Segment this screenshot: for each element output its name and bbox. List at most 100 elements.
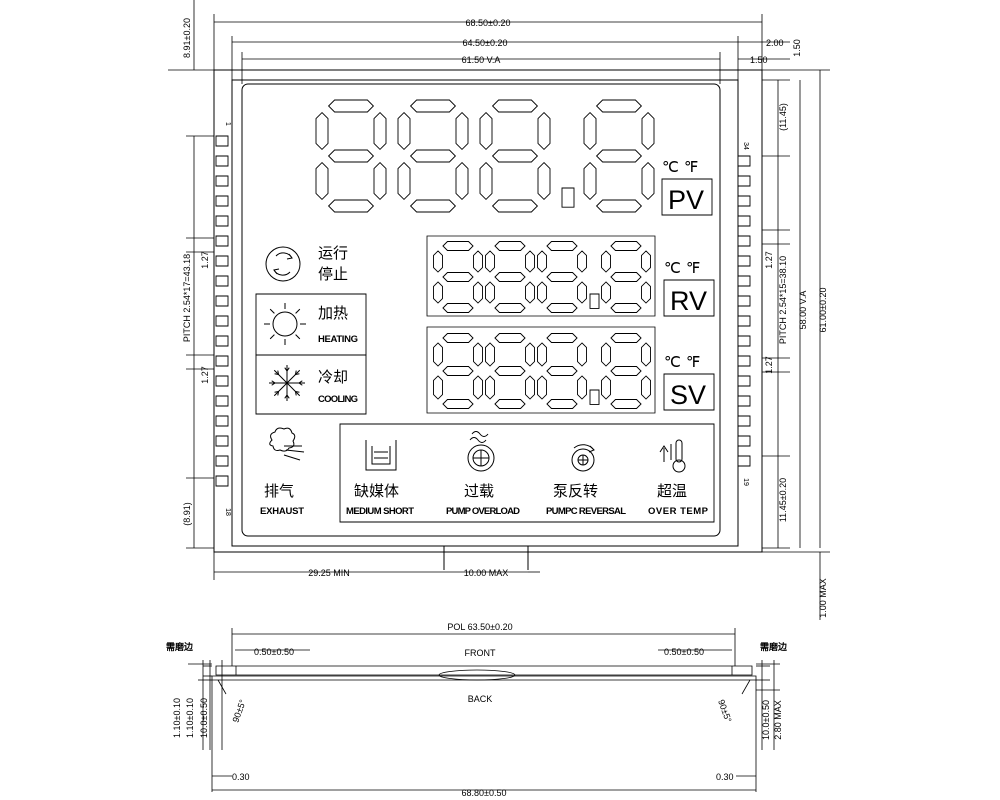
sv-tag-frame: [664, 374, 714, 410]
segment-a: [597, 100, 642, 112]
heating-cn: 加热: [318, 305, 348, 322]
segment-c: [642, 282, 651, 303]
pv-digit-3: [480, 100, 550, 212]
pin-left: [216, 216, 228, 226]
segment-c: [642, 376, 651, 399]
segment-a: [611, 334, 641, 343]
segment-a: [495, 334, 525, 343]
pin-right: [738, 156, 750, 166]
side-left-110: 1.10±0.10: [172, 698, 182, 738]
snowflake-branch: [285, 368, 290, 371]
angle-right: 90±5°: [716, 698, 734, 724]
pin-left: [216, 396, 228, 406]
segment-d: [443, 400, 473, 409]
dim-right-pitch: PITCH 2.54*15=38.10: [778, 256, 788, 344]
dim-right-61: 61.00±0.20: [818, 288, 828, 333]
snowflake-branch: [285, 395, 290, 398]
segment-g: [443, 367, 473, 376]
run-stop-icon: [266, 247, 300, 281]
segment-f: [434, 251, 443, 272]
grind-right-label: 需磨边: [760, 641, 788, 652]
pv-tag-frame: [662, 179, 712, 215]
pin-18-label: 18: [224, 508, 231, 516]
segment-d: [611, 304, 641, 313]
segment-f: [602, 343, 611, 366]
segment-c: [474, 282, 483, 303]
segment-c: [374, 163, 386, 200]
sv-digit-4: [602, 334, 651, 409]
segment-e: [584, 163, 596, 200]
rv-digit-2: [486, 242, 535, 313]
pin-left: [216, 276, 228, 286]
back-label: BACK: [468, 694, 493, 704]
segment-e: [486, 376, 495, 399]
rv-digit-group: [434, 242, 651, 313]
segment-g: [597, 150, 642, 162]
reversal-en: PUMPC REVERSAL: [546, 506, 626, 517]
segment-c: [642, 163, 654, 200]
sv-digit-2: [486, 334, 535, 409]
segment-e: [538, 376, 547, 399]
pin-right: [738, 296, 750, 306]
sv-unit-c: ℃: [664, 354, 681, 371]
dim-left-891: (8.91): [182, 502, 192, 526]
gap-right: 0.50±0.50: [664, 647, 704, 657]
edge-right: 0.30: [716, 772, 734, 782]
rv-digit-3: [538, 242, 587, 313]
dim-right-1max: 1.00 MAX: [818, 578, 828, 618]
pin-right: [738, 196, 750, 206]
sun-ray: [296, 335, 300, 339]
side-overall: 68.80±0.50: [462, 788, 507, 798]
pin-right: [738, 336, 750, 346]
pin-right: [738, 236, 750, 246]
segment-c: [474, 376, 483, 399]
overtemp-en: OVER TEMP: [648, 506, 709, 517]
pv-unit-f: ℉: [684, 159, 698, 176]
overload-cn: 过载: [464, 483, 494, 500]
side-right-100: 10.0±0.50: [761, 700, 771, 740]
rv-unit-f: ℉: [686, 260, 700, 277]
segment-e: [434, 376, 443, 399]
medium-short-icon: [366, 440, 396, 470]
sv-decimal-point: [590, 390, 599, 404]
pv-digit-1: [316, 100, 386, 212]
segment-f: [480, 113, 492, 150]
rv-tag-frame: [664, 280, 714, 316]
sv-digit-3: [538, 334, 587, 409]
pin-right: [738, 256, 750, 266]
segment-a: [547, 242, 577, 251]
dim-left-pitch: PITCH 2.54*17=43.18: [182, 254, 192, 342]
pv-unit-c: ℃: [662, 159, 679, 176]
reversal-cn: 泵反转: [553, 483, 598, 500]
dim-right-2: 2.00: [766, 38, 784, 48]
segment-f: [434, 343, 443, 366]
segment-e: [538, 282, 547, 303]
segment-a: [329, 100, 374, 112]
pin-right: [738, 316, 750, 326]
pin-left: [216, 476, 228, 486]
pv-tag: PV: [668, 185, 704, 215]
dim-bottom-10max: 10.00 MAX: [464, 568, 509, 578]
dim-left-127a: 1.27: [200, 251, 210, 269]
segment-g: [611, 273, 641, 282]
side-right-280: 2.80 MAX: [773, 700, 783, 740]
segment-f: [602, 251, 611, 272]
overtemp-cn: 超温: [657, 483, 687, 500]
segment-e: [480, 163, 492, 200]
run-stop-indicator: [266, 247, 300, 281]
pin-right: [738, 176, 750, 186]
snowflake-branch: [299, 381, 302, 386]
sv-tag: SV: [670, 380, 706, 410]
pump-reversal-icon: [572, 445, 594, 471]
rv-frame: [427, 236, 655, 316]
segment-a: [493, 100, 538, 112]
pins-left: [216, 136, 228, 486]
pin-left: [216, 156, 228, 166]
side-view: [188, 628, 780, 792]
segment-f: [398, 113, 410, 150]
segment-f: [584, 113, 596, 150]
exhaust-cn: 排气: [264, 483, 294, 500]
pin-1-label: 1: [224, 122, 231, 126]
pin-right: [738, 376, 750, 386]
rv-digit-1: [434, 242, 483, 313]
